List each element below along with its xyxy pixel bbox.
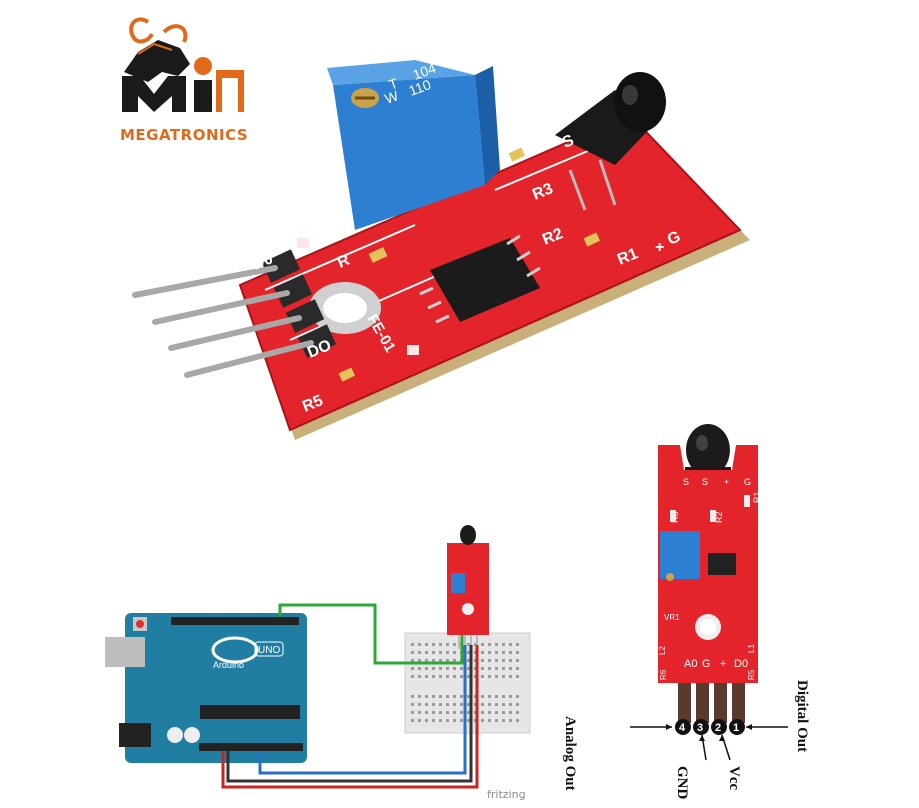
pot-marking: 110: [407, 76, 434, 99]
pin-number: 3: [697, 722, 703, 734]
pin-label: A0: [684, 658, 697, 670]
silk-label: G: [665, 228, 683, 248]
side-label: VR1: [664, 613, 680, 622]
pin-name-vcc: Vcc: [726, 766, 742, 791]
resistor-label: R1: [752, 491, 762, 503]
led-signal: [407, 345, 419, 355]
silk-label: R5: [300, 392, 325, 415]
silk-label: D0: [250, 250, 275, 273]
atmega-chip: [200, 705, 300, 719]
silk-label: +: [655, 239, 664, 256]
side-label: R5: [747, 669, 756, 680]
wire-analog: [258, 645, 467, 775]
header-label: S: [702, 477, 708, 487]
wire-vcc: [221, 645, 479, 789]
module-pinout-diagram: S S + G R3 R2 R1 VR1 L2 L1 R6 R5 A0 G + …: [658, 424, 762, 723]
flame-sensor-photo: 104 110 T W R3 R2 R1 R5 S G + D0 FE-01 D…: [132, 60, 750, 440]
pin-name-gnd: GND: [674, 766, 690, 800]
arduino-logo-icon: [211, 636, 259, 664]
arduino-brand: Arduino: [213, 660, 244, 670]
pin-callouts: 4 3 2 1: [630, 719, 788, 761]
silk-label: R2: [540, 225, 565, 248]
ram-mascot-icon: [122, 17, 244, 112]
pot-marking: 104: [411, 60, 439, 83]
header-pins: [132, 249, 337, 378]
pot-marking: W: [383, 87, 402, 107]
pin-number: 1: [733, 722, 739, 734]
side-label: L2: [658, 646, 667, 655]
analog-header: [199, 743, 303, 751]
silk-label: R3: [530, 180, 555, 203]
digital-header: [171, 617, 299, 625]
reset-button-cap: [136, 620, 144, 628]
comparator-ic: [430, 238, 540, 322]
pin-number-circle: [675, 719, 691, 735]
power-jack: [119, 723, 151, 747]
brand-logo: [118, 12, 250, 128]
pin-name-analog-out: Analog Out: [562, 716, 578, 791]
silk-label: R1: [615, 245, 640, 268]
led-power: [297, 238, 309, 248]
header-label: +: [724, 477, 729, 487]
side-label: R6: [659, 669, 668, 680]
pin-number-circle: [711, 719, 727, 735]
trimpot: [660, 531, 700, 579]
wire-digital: [278, 603, 464, 665]
resistor-label: R2: [714, 511, 724, 523]
usb-port: [105, 637, 145, 667]
fritzing-wiring-diagram: Arduino UNO: [105, 525, 531, 789]
flame-diode-icon: [686, 424, 730, 476]
arduino-model: UNO: [258, 645, 280, 656]
potentiometer: [333, 75, 485, 230]
breadboard: [404, 632, 531, 734]
header-label: S: [683, 477, 689, 487]
arduino-board: [125, 613, 307, 763]
pin-number-circle: [693, 719, 709, 735]
pin-number-circle: [729, 719, 745, 735]
wire-gnd: [226, 645, 473, 783]
pin-number: 2: [715, 722, 721, 734]
brand-name: MEGATRONICS: [120, 126, 249, 144]
pin-name-digital-out: Digital Out: [794, 680, 810, 753]
header-label: G: [744, 477, 751, 487]
ic-chip: [708, 553, 736, 575]
pin-label: D0: [734, 658, 748, 670]
pin-label: G: [702, 658, 711, 670]
pin-number: 4: [679, 722, 686, 734]
side-label: L1: [747, 644, 756, 653]
fritzing-label: fritzing: [487, 788, 526, 801]
pin-label: +: [720, 658, 726, 670]
